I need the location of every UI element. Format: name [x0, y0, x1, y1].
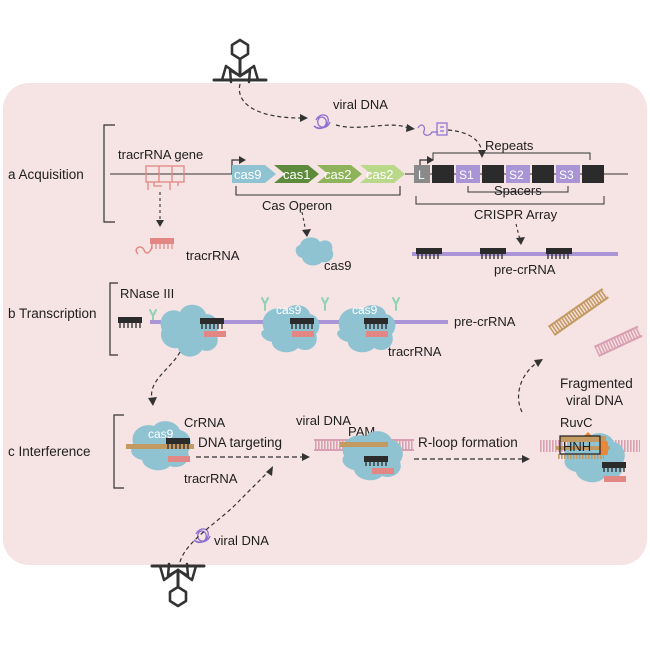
spacers-label: Spacers — [494, 183, 542, 198]
r-loop-label: R-loop formation — [418, 435, 518, 450]
crrna-label: CrRNA — [184, 415, 225, 430]
cas9-protein-label: cas9 — [324, 258, 351, 273]
gene-cas9 — [232, 165, 276, 183]
viral-dna-label-bottom: viral DNA — [214, 533, 269, 548]
pre-crrna-label-a: pre-crRNA — [494, 262, 556, 277]
cas9-complex-2 — [261, 305, 320, 353]
viral-dna-label-c: viral DNA — [296, 413, 351, 428]
cas9-complex-1 — [160, 304, 226, 357]
pre-crrna-label-b: pre-crRNA — [454, 314, 516, 329]
ruvc-label: RuvC — [560, 415, 593, 430]
spacer-block-2 — [506, 165, 530, 183]
cas-operon-genes — [232, 165, 405, 183]
viral-entry-arrow — [238, 83, 301, 119]
rnase-iii-label: RNase III — [120, 286, 174, 301]
repeats-label: Repeats — [485, 138, 534, 153]
viral-dna-tangle-icon — [313, 114, 331, 130]
cas9-complex-3 — [337, 305, 396, 353]
repeat-block-4 — [582, 165, 604, 183]
gene-label-cas2-a: cas2 — [324, 167, 351, 182]
cas9-label-b2: cas9 — [352, 303, 378, 317]
tracrrna-label-b: tracrRNA — [388, 344, 442, 359]
cleavage-complex — [540, 432, 640, 483]
gene-cas2-a — [317, 165, 362, 183]
spacer-block-3 — [556, 165, 580, 183]
tracrrna-gene-label: tracrRNA gene — [118, 147, 203, 162]
fragmented-label-2: viral DNA — [566, 393, 623, 408]
tracrrna-label-c: tracrRNA — [184, 471, 238, 486]
spacer-label-3: S3 — [559, 168, 574, 182]
cas9-protein-icon — [295, 237, 334, 266]
spacer-block-1 — [456, 165, 480, 183]
spacer-label-1: S1 — [459, 168, 474, 182]
gene-label-cas2-b: cas2 — [366, 167, 393, 182]
gene-cas2-b — [360, 165, 405, 183]
leader-block — [414, 165, 430, 183]
bacteriophage-bottom-icon — [150, 562, 206, 608]
section-label-acquisition: a Acquisition — [8, 167, 84, 182]
viral-dna-fragment-icon — [417, 122, 448, 136]
spacer-label-2: S2 — [509, 168, 524, 182]
gene-label-cas9: cas9 — [234, 167, 261, 182]
cas9-dna-complex — [314, 431, 414, 481]
section-label-interference: c Interference — [8, 444, 91, 459]
bacteriophage-top-icon — [212, 38, 268, 84]
fragmented-dna-icon — [548, 288, 643, 357]
cas9-label-b1: cas9 — [276, 303, 302, 317]
gene-cas1 — [274, 165, 319, 183]
viral-dna-label-top: viral DNA — [333, 97, 388, 112]
section-label-transcription: b Transcription — [8, 306, 97, 321]
repeat-block-2 — [482, 165, 504, 183]
crispr-array-label: CRISPR Array — [474, 207, 558, 222]
gene-label-cas1: cas1 — [283, 167, 310, 182]
leader-label: L — [418, 168, 425, 182]
cas9-label-c: cas9 — [148, 427, 174, 441]
dna-targeting-label: DNA targeting — [198, 435, 282, 450]
repeat-block-1 — [432, 165, 454, 183]
repeat-block-3 — [532, 165, 554, 183]
hnh-label: HNH — [563, 439, 591, 454]
cas9-crrna-complex — [126, 421, 194, 471]
fragmented-label-1: Fragmented — [560, 376, 633, 391]
tracrrna-label-a: tracrRNA — [186, 248, 240, 263]
tracrrna-gene-icon — [145, 165, 185, 190]
viral-dna-tangle-bottom-icon — [193, 528, 211, 544]
cas-operon-label: Cas Operon — [262, 198, 332, 213]
tracrrna-molecule-icon — [135, 238, 174, 255]
